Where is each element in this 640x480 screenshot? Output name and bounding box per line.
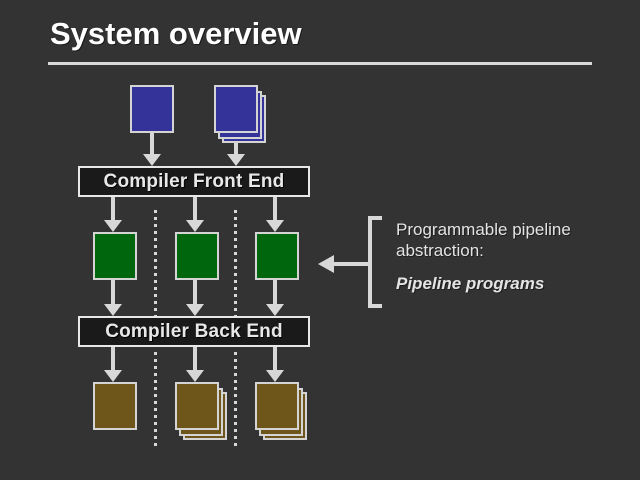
input-single-box: [130, 85, 174, 133]
arrow-input-single-to-front-end: [143, 133, 161, 166]
pipeline-separator-upper-right: [234, 210, 237, 320]
arrow-back-end-to-output-1: [104, 347, 122, 382]
arrow-front-end-to-program-3: [266, 197, 284, 232]
pipeline-program-3-box: [255, 232, 299, 280]
pipeline-program-2-box: [175, 232, 219, 280]
arrow-program-1-to-back-end: [104, 280, 122, 316]
output-1-box: [93, 382, 137, 430]
annotation-arrow-icon: [318, 255, 372, 273]
pipeline-separator-lower-right: [234, 352, 237, 450]
pipeline-separator-lower-left: [154, 352, 157, 450]
input-stack-box: [214, 85, 258, 133]
title-divider: [48, 62, 592, 65]
arrow-front-end-to-program-2: [186, 197, 204, 232]
pipeline-program-1-box: [93, 232, 137, 280]
arrow-back-end-to-output-3: [266, 347, 284, 382]
arrow-program-3-to-back-end: [266, 280, 284, 316]
output-2-box: [175, 382, 219, 430]
arrow-front-end-to-program-1: [104, 197, 122, 232]
page-title: System overview: [50, 16, 302, 51]
arrow-input-stack-to-front-end: [227, 143, 245, 166]
compiler-back-end-bar[interactable]: Compiler Back End: [78, 316, 310, 347]
arrow-program-2-to-back-end: [186, 280, 204, 316]
annotation-line-2: Pipeline programs: [396, 274, 545, 293]
annotation-line-1: Programmable pipeline abstraction:: [396, 220, 571, 260]
output-3-box: [255, 382, 299, 430]
pipeline-separator-upper-left: [154, 210, 157, 320]
annotation-text-block: Programmable pipeline abstraction: Pipel…: [396, 219, 626, 294]
compiler-front-end-bar[interactable]: Compiler Front End: [78, 166, 310, 197]
arrow-back-end-to-output-2: [186, 347, 204, 382]
